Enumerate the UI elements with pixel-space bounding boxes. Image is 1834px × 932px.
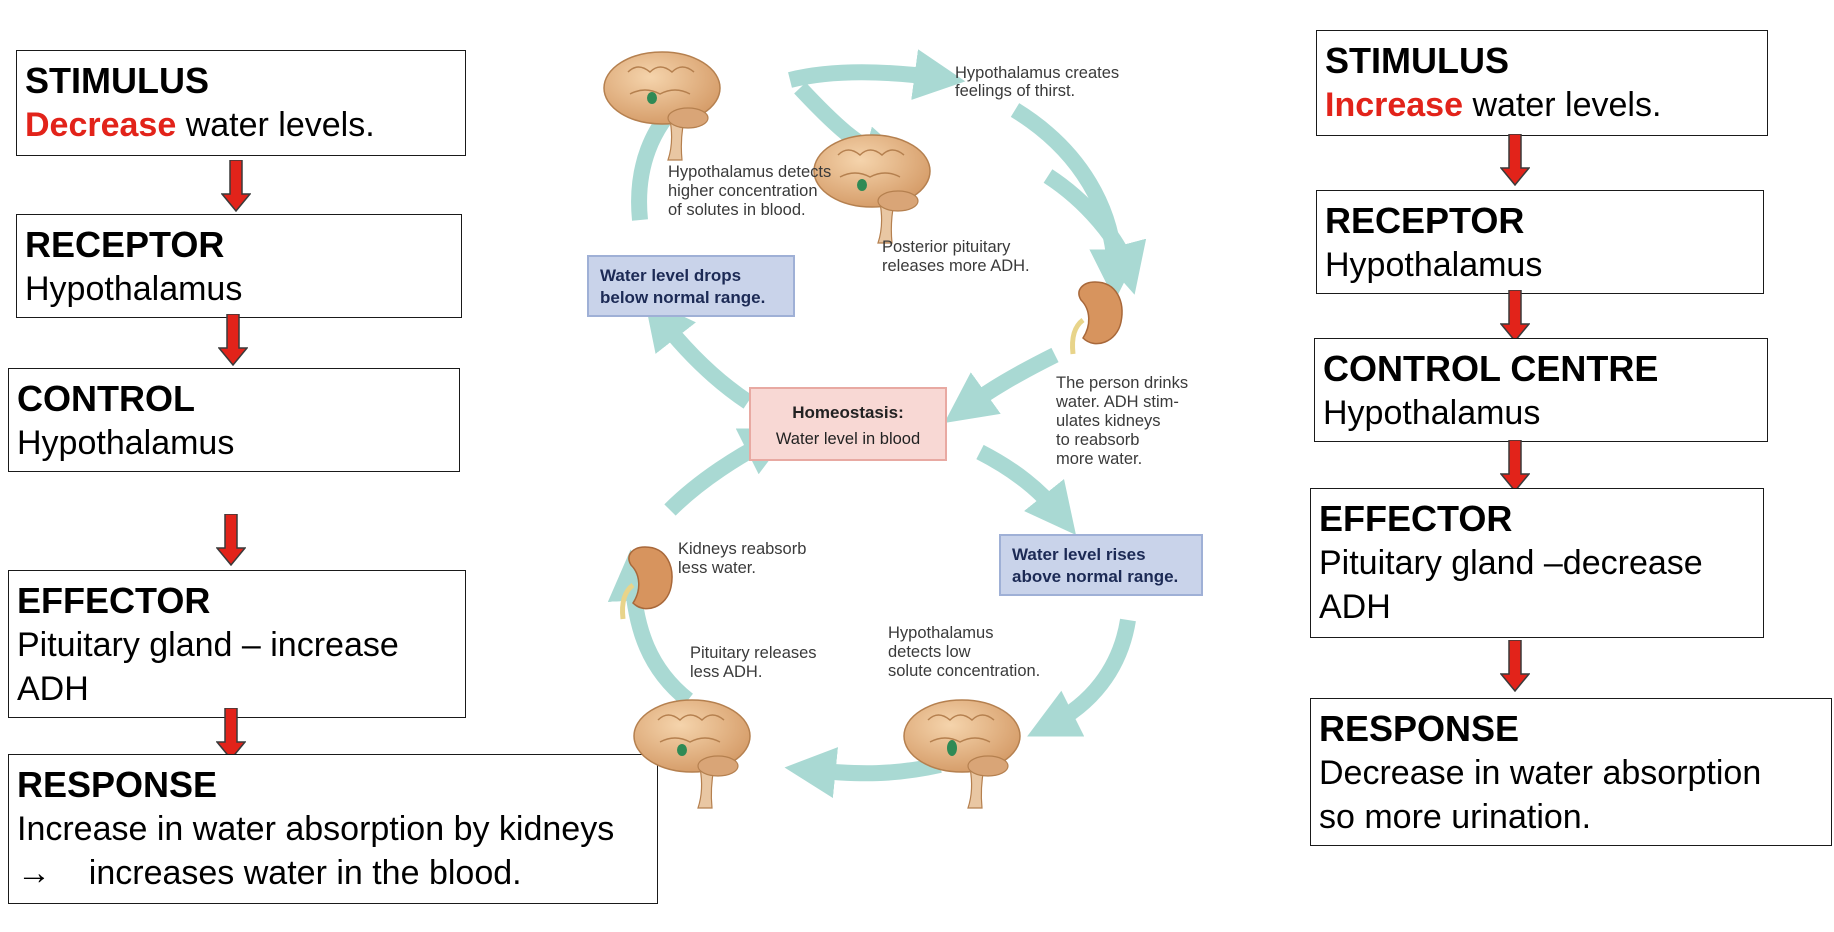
left-response-line2: → increases water in the blood.: [17, 854, 522, 892]
detects-low-line2: detects low: [888, 643, 971, 661]
cycle-arrow: [784, 747, 942, 799]
left-stimulus-highlight: Decrease: [25, 106, 177, 144]
right-control-text: Hypothalamus: [1323, 394, 1541, 432]
right-receptor-heading: RECEPTOR: [1325, 200, 1525, 241]
water-drops-line1: Water level drops: [600, 266, 741, 285]
right-control-heading: CONTROL CENTRE: [1323, 348, 1659, 389]
drinks-line5: more water.: [1056, 450, 1142, 468]
right-effector-heading: EFFECTOR: [1319, 498, 1513, 539]
right-effector-box: EFFECTOR Pituitary gland –decrease ADH: [1310, 488, 1764, 638]
cycle-arrow: [944, 347, 1059, 423]
thirst-line1: Hypothalamus creates: [955, 64, 1119, 82]
thirst-line2: feelings of thirst.: [955, 82, 1075, 100]
left-effector-heading: EFFECTOR: [17, 580, 211, 621]
right-effector-line1: Pituitary gland –decrease: [1319, 544, 1703, 582]
posterior-line2: releases more ADH.: [882, 257, 1030, 275]
right-response-line1: Decrease in water absorption: [1319, 754, 1762, 792]
detects-low-line1: Hypothalamus: [888, 624, 993, 642]
water-drops-line2: below normal range.: [600, 288, 765, 307]
drinks-line4: to reabsorb: [1056, 431, 1139, 449]
right-stimulus-rest: water levels.: [1463, 86, 1662, 124]
detects-low-line3: solute concentration.: [888, 662, 1040, 680]
left-receptor-box: RECEPTOR Hypothalamus: [16, 214, 462, 318]
drinks-line3: ulates kidneys: [1056, 412, 1161, 430]
left-control-box: CONTROL Hypothalamus: [8, 368, 460, 472]
left-stimulus-rest: water levels.: [176, 106, 375, 144]
detects-high-line3: of solutes in blood.: [668, 201, 806, 219]
down-arrow-icon: [221, 160, 251, 212]
homeostasis-cycle-diagram: Homeostasis: Water level in blood Water …: [587, 49, 1203, 809]
kidneys-less-line1: Kidneys reabsorb: [678, 540, 806, 558]
down-arrow-icon: [1500, 640, 1530, 692]
left-control-text: Hypothalamus: [17, 424, 235, 462]
right-receptor-box: RECEPTOR Hypothalamus: [1316, 190, 1764, 294]
left-response-heading: RESPONSE: [17, 764, 218, 805]
kidney-icon: [1070, 281, 1123, 355]
down-arrow-icon: [1500, 290, 1530, 342]
right-response-box: RESPONSE Decrease in water absorption so…: [1310, 698, 1832, 846]
right-effector-line2: ADH: [1319, 588, 1391, 626]
right-stimulus-heading: STIMULUS: [1325, 40, 1509, 81]
right-stimulus-highlight: Increase: [1325, 86, 1463, 124]
cycle-arrow: [976, 444, 1076, 535]
left-response-box: RESPONSE Increase in water absorption by…: [8, 754, 658, 904]
left-receptor-text: Hypothalamus: [25, 270, 243, 308]
detects-high-line1: Hypothalamus detects: [668, 163, 831, 181]
right-response-heading: RESPONSE: [1319, 708, 1520, 749]
cycle-arrow: [1043, 169, 1147, 295]
left-control-heading: CONTROL: [17, 378, 195, 419]
left-stimulus-box: STIMULUS Decrease water levels.: [16, 50, 466, 156]
pituitary-less-line2: less ADH.: [690, 663, 762, 681]
brain-icon: [603, 51, 721, 161]
water-rises-box: [999, 534, 1203, 596]
drinks-line2: water. ADH stim-: [1055, 393, 1179, 411]
water-rises-line1: Water level rises: [1012, 545, 1146, 564]
left-stimulus-text: Decrease water levels.: [25, 103, 457, 147]
left-receptor-heading: RECEPTOR: [25, 224, 225, 265]
cycle-arrow: [644, 297, 753, 409]
cycle-arrow: [1027, 618, 1136, 737]
down-arrow-icon: [1500, 134, 1530, 186]
down-arrow-icon: [216, 514, 246, 566]
water-drops-box: [587, 255, 795, 317]
right-receptor-text: Hypothalamus: [1325, 246, 1543, 284]
brain-icon: [633, 699, 751, 809]
down-arrow-icon: [216, 708, 246, 760]
water-rises-line2: above normal range.: [1012, 567, 1178, 586]
kidneys-less-line2: less water.: [678, 559, 756, 577]
left-effector-box: EFFECTOR Pituitary gland – increase ADH: [8, 570, 466, 718]
left-effector-line1: Pituitary gland – increase: [17, 626, 399, 664]
left-response-line1: Increase in water absorption by kidneys: [17, 810, 615, 848]
left-stimulus-heading: STIMULUS: [25, 60, 209, 101]
down-arrow-icon: [1500, 440, 1530, 492]
right-response-line2: so more urination.: [1319, 798, 1592, 836]
cycle-arrow: [607, 549, 694, 707]
left-effector-line2: ADH: [17, 670, 89, 708]
right-control-box: CONTROL CENTRE Hypothalamus: [1314, 338, 1768, 442]
homeostasis-subtitle: Water level in blood: [776, 430, 920, 448]
homeostasis-title: Homeostasis:: [792, 403, 903, 422]
homeostasis-box: [749, 387, 947, 461]
drinks-line1: The person drinks: [1056, 374, 1188, 392]
right-stimulus-text: Increase water levels.: [1325, 83, 1759, 127]
cycle-arrow: [788, 49, 966, 100]
pituitary-less-line1: Pituitary releases: [690, 644, 817, 662]
detects-high-line2: higher concentration: [668, 182, 818, 200]
brain-icon: [813, 134, 931, 244]
down-arrow-icon: [218, 314, 248, 366]
brain-icon: [903, 699, 1021, 809]
right-stimulus-box: STIMULUS Increase water levels.: [1316, 30, 1768, 136]
posterior-line1: Posterior pituitary: [882, 238, 1011, 256]
kidney-icon: [620, 546, 673, 620]
